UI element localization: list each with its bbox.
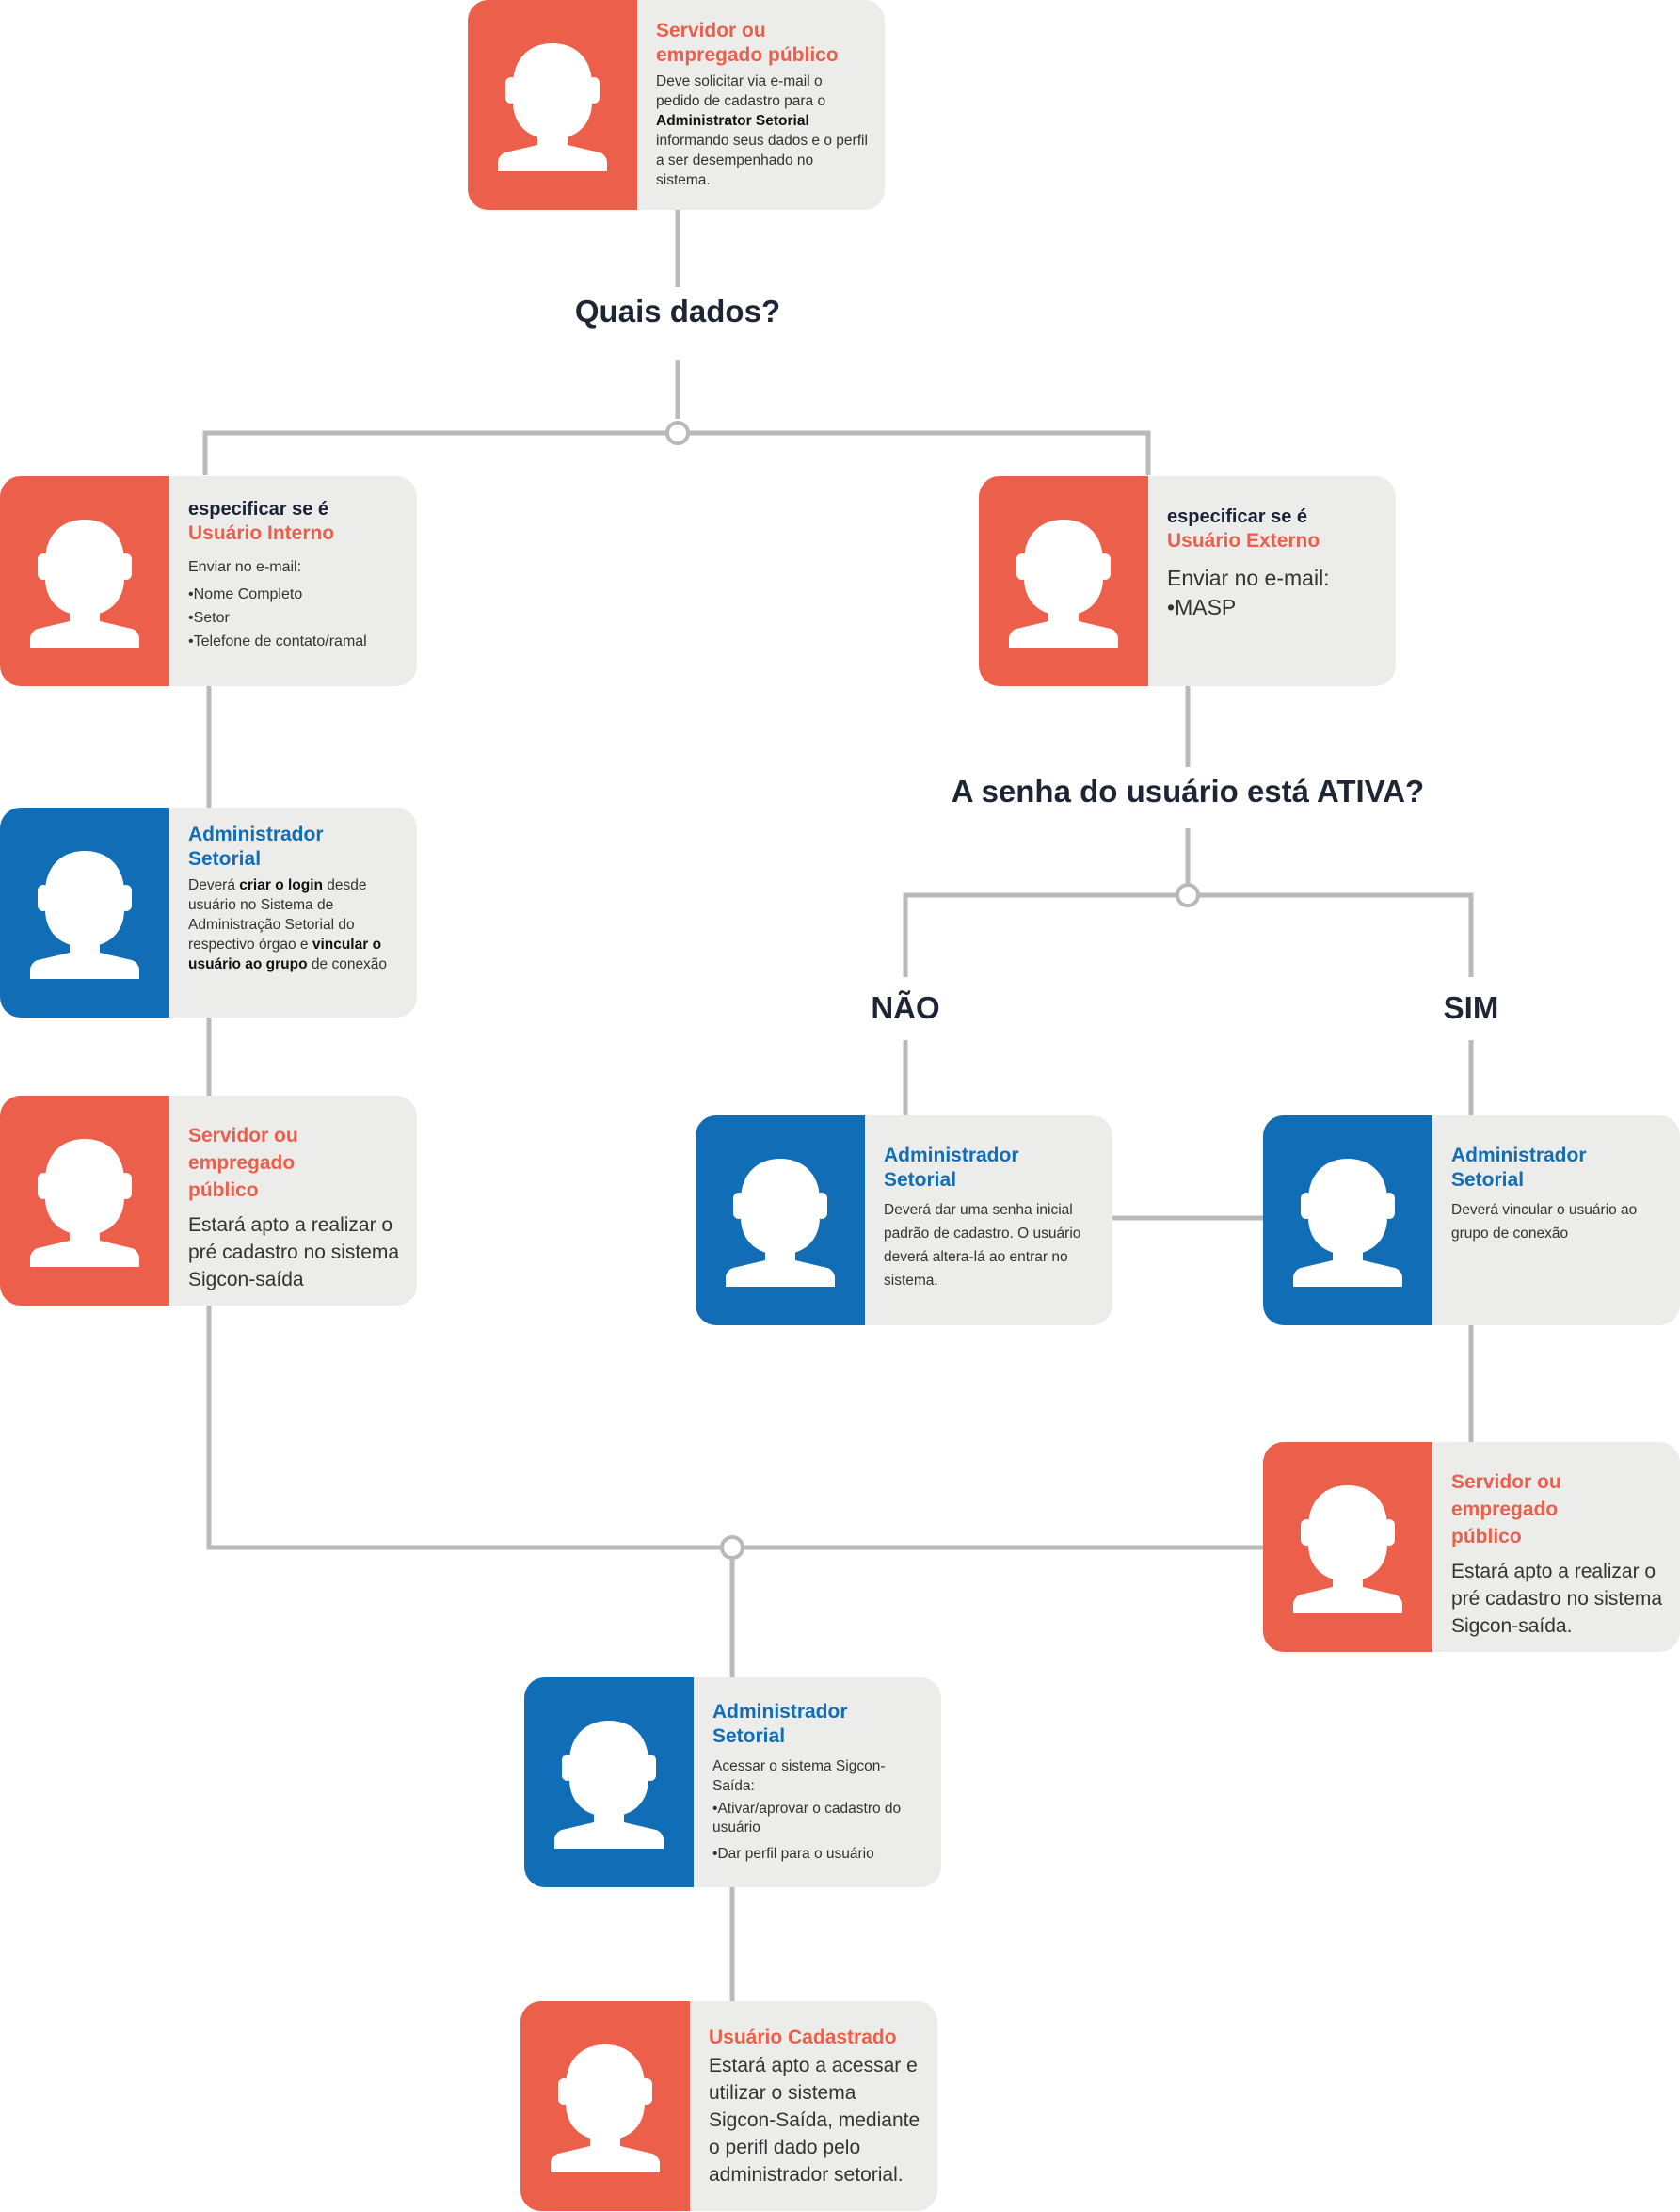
card-title: Administrador Setorial <box>712 1701 848 1747</box>
card-list: Ativar/aprovar o cadastro do usuário Dar… <box>712 1800 924 1864</box>
user-avatar-icon <box>554 1720 664 1849</box>
avatar <box>520 2001 690 2211</box>
user-avatar-icon <box>551 2044 660 2172</box>
card-description: Deverá dar uma senha inicial padrão de c… <box>884 1202 1081 1289</box>
user-avatar-icon <box>30 850 139 979</box>
card-description: Estará apto a acessar e utilizar o siste… <box>709 2055 920 2186</box>
user-avatar-icon <box>30 519 139 648</box>
answer-nao: NÃO <box>871 990 940 1025</box>
list-item: Nome Completo <box>188 583 400 606</box>
list-item: Ativar/aprovar o cadastro do usuário <box>712 1800 924 1837</box>
avatar <box>468 0 637 210</box>
card-servidor-apto-externo: Servidor ou empregado público Estará apt… <box>1263 1442 1680 1652</box>
user-avatar-icon <box>1293 1484 1402 1613</box>
card-intro: Acessar o sistema Sigcon-Saída: <box>712 1758 886 1794</box>
card-title: Servidor ou empregado público <box>188 1125 298 1201</box>
card-pretitle: especificar se é <box>1167 506 1307 527</box>
card-pretitle: especificar se é <box>188 499 328 520</box>
user-avatar-icon <box>1293 1158 1402 1287</box>
card-intro: Enviar no e-mail: <box>1167 566 1330 590</box>
card-admin-vincular: Administrador Setorial Deverá vincular o… <box>1263 1115 1680 1325</box>
card-description: Deve solicitar via e-mail o pedido de ca… <box>656 73 868 188</box>
card-servidor-solicita: Servidor ou empregado público Deve solic… <box>468 0 885 210</box>
card-description: Deverá criar o login desde usuário no Si… <box>188 877 388 972</box>
user-avatar-icon <box>1009 519 1118 648</box>
user-avatar-icon <box>30 1138 139 1267</box>
junction-dot <box>665 421 690 445</box>
avatar <box>0 808 169 1018</box>
junction-dot <box>1176 883 1200 907</box>
card-intro: Enviar no e-mail: <box>188 559 302 575</box>
card-usuario-interno: especificar se é Usuário Interno Enviar … <box>0 476 417 686</box>
list-item: Setor <box>188 606 400 630</box>
avatar <box>0 1096 169 1306</box>
question-senha-ativa: A senha do usuário está ATIVA? <box>951 774 1425 809</box>
card-description: Estará apto a realizar o pré cadastro no… <box>1451 1561 1663 1637</box>
list-item: Telefone de contato/ramal <box>188 630 400 653</box>
avatar <box>1263 1442 1432 1652</box>
junction-dot <box>720 1535 744 1560</box>
card-usuario-externo: especificar se é Usuário Externo Enviar … <box>979 476 1396 686</box>
avatar <box>696 1115 865 1325</box>
card-title: Usuário Interno <box>188 522 335 544</box>
card-description: Deverá vincular o usuário ao grupo de co… <box>1451 1202 1638 1242</box>
card-title: Administrador Setorial <box>188 824 324 870</box>
avatar <box>1263 1115 1432 1325</box>
card-list: Nome Completo Setor Telefone de contato/… <box>188 583 400 653</box>
card-title: Servidor ou empregado público <box>1451 1471 1561 1547</box>
user-avatar-icon <box>726 1158 835 1287</box>
card-title: Usuário Cadastrado <box>709 2027 897 2048</box>
card-title: Administrador Setorial <box>884 1145 1019 1191</box>
card-admin-senha-inicial: Administrador Setorial Deverá dar uma se… <box>696 1115 1112 1325</box>
list-item: Dar perfil para o usuário <box>712 1845 924 1864</box>
user-avatar-icon <box>498 42 607 171</box>
card-description: Estará apto a realizar o pré cadastro no… <box>188 1214 400 1290</box>
avatar <box>979 476 1148 686</box>
card-usuario-cadastrado: Usuário Cadastrado Estará apto a acessar… <box>520 2001 937 2211</box>
answer-sim: SIM <box>1443 990 1499 1025</box>
question-quais-dados: Quais dados? <box>574 294 781 329</box>
list-item: MASP <box>1167 592 1379 622</box>
card-title: Administrador Setorial <box>1451 1145 1587 1191</box>
card-servidor-apto-interno: Servidor ou empregado público Estará apt… <box>0 1096 417 1306</box>
avatar <box>0 476 169 686</box>
card-title: Usuário Externo <box>1167 530 1320 552</box>
avatar <box>524 1677 694 1887</box>
card-admin-criar-login: Administrador Setorial Deverá criar o lo… <box>0 808 417 1018</box>
card-admin-ativar: Administrador Setorial Acessar o sistema… <box>524 1677 941 1887</box>
card-list: MASP <box>1167 592 1379 622</box>
card-title: Servidor ou empregado público <box>656 20 839 66</box>
